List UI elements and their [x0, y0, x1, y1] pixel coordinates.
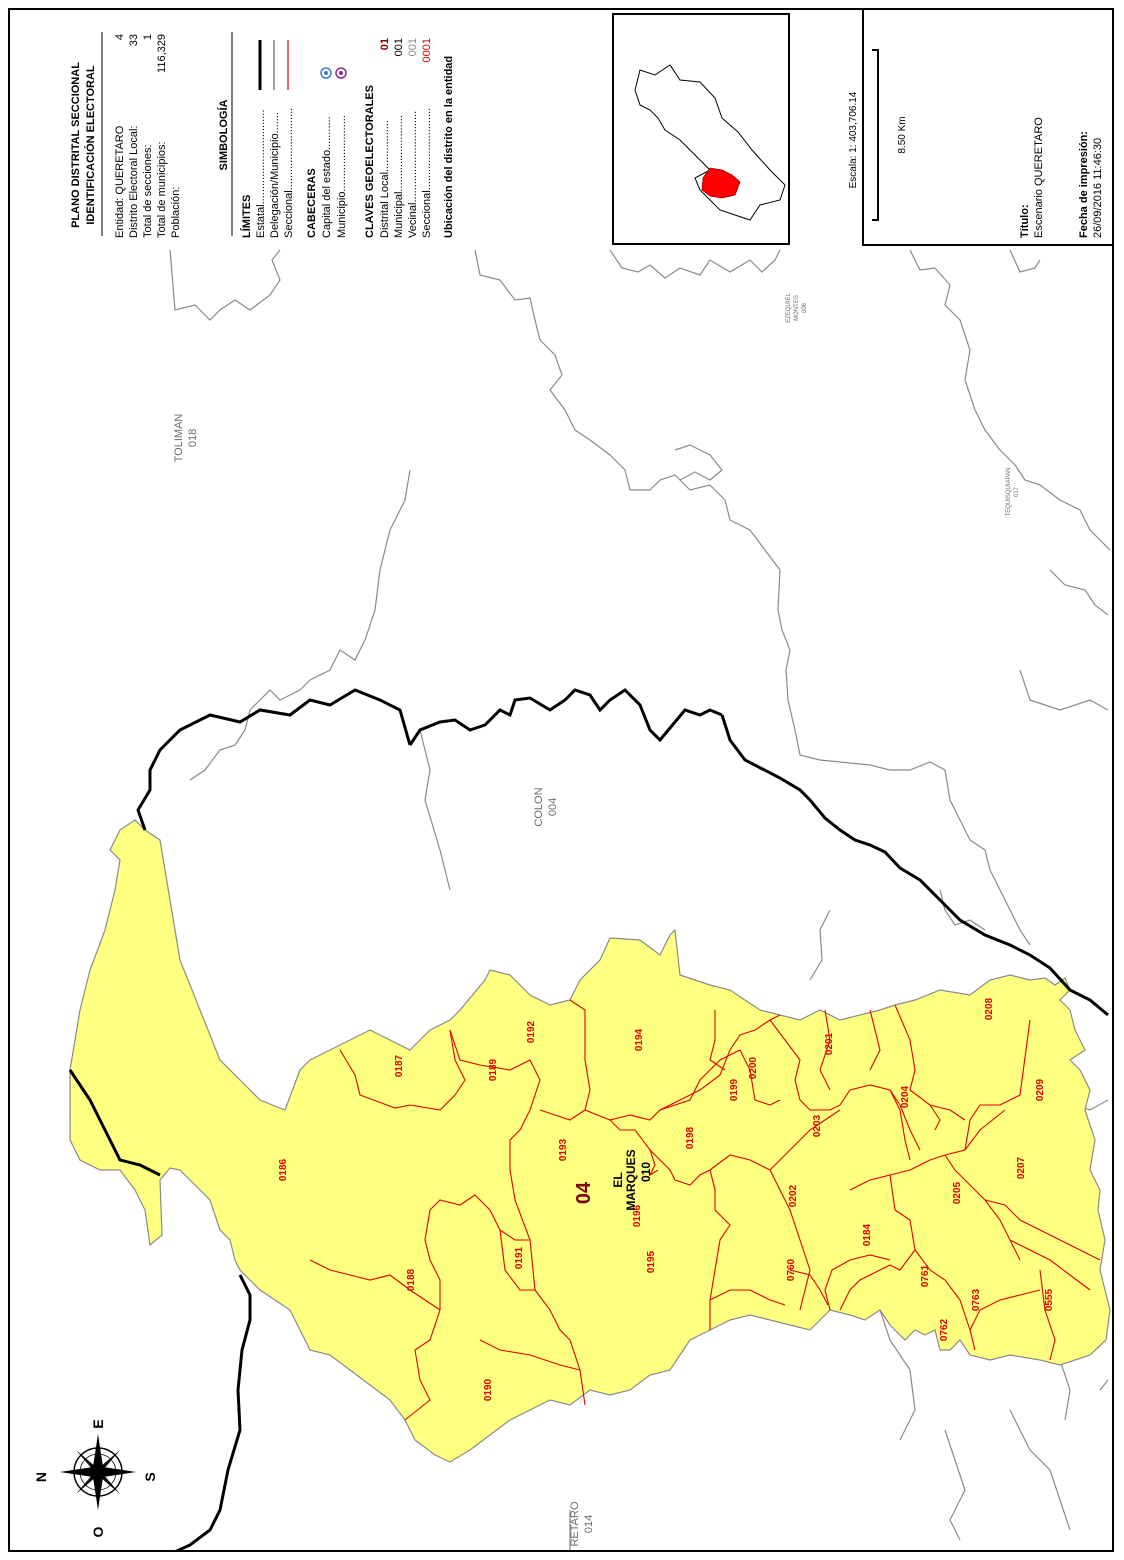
legend-panel — [862, 10, 1112, 246]
municipality-name-2: MARQUES — [624, 1149, 638, 1210]
section-label-0202: 0202 — [788, 1184, 799, 1207]
neighbor-tequis: TEQUISQUIAPAN — [1006, 468, 1012, 517]
neighbor-tequis-code: 017 — [1014, 486, 1020, 497]
neighbor-ezequiel-code: 006 — [802, 302, 808, 313]
map-frame: TOLIMAN 018 COLON 004 EZEQUIEL MONTES 00… — [8, 8, 1114, 1552]
section-label-0209: 0209 — [1035, 1078, 1046, 1101]
section-label-0198: 0198 — [685, 1126, 696, 1149]
section-label-0186: 0186 — [278, 1158, 289, 1181]
district-label: 04 — [573, 1181, 595, 1204]
compass-o: O — [90, 1526, 106, 1537]
section-label-0192: 0192 — [526, 1020, 537, 1043]
section-label-0195: 0195 — [646, 1250, 657, 1273]
section-label-0762: 0762 — [939, 1318, 950, 1341]
municipality-code: 010 — [639, 1162, 653, 1182]
section-label-0207: 0207 — [1016, 1156, 1027, 1179]
section-label-0201: 0201 — [824, 1032, 835, 1055]
compass-n: N — [33, 1472, 49, 1482]
section-label-0190: 0190 — [483, 1378, 494, 1401]
section-label-0189: 0189 — [488, 1058, 499, 1081]
compass-rose: N E S O — [33, 1419, 158, 1537]
neighbor-colon-code: 004 — [547, 798, 559, 816]
compass-e: E — [90, 1419, 106, 1428]
section-label-0196: 0196 — [632, 1204, 643, 1227]
neighbor-ezequiel-2: MONTES — [794, 295, 800, 321]
section-label-0191: 0191 — [514, 1246, 525, 1269]
section-label-0184: 0184 — [862, 1223, 873, 1246]
neighbor-ezequiel: EZEQUIEL — [786, 293, 792, 323]
section-label-0761: 0761 — [920, 1264, 931, 1287]
compass-s: S — [142, 1472, 158, 1481]
section-label-0208: 0208 — [984, 997, 995, 1020]
neighbor-colon: COLON — [533, 787, 545, 826]
section-label-0760: 0760 — [786, 1258, 797, 1281]
section-label-0203: 0203 — [812, 1114, 823, 1137]
municipality-name-1: EL — [611, 1172, 625, 1187]
section-label-0204: 0204 — [900, 1085, 911, 1108]
map-canvas: TOLIMAN 018 COLON 004 EZEQUIEL MONTES 00… — [33, 249, 1111, 1550]
section-label-0763: 0763 — [971, 1288, 982, 1311]
state-boundary — [68, 688, 1109, 1550]
neighbor-toliman: TOLIMAN — [173, 414, 185, 463]
neighbor-queretaro: RETARO — [569, 1501, 581, 1546]
section-boundaries — [309, 999, 1101, 1421]
section-label-0194: 0194 — [634, 1028, 645, 1051]
section-label-0200: 0200 — [748, 1056, 759, 1079]
section-label-0188: 0188 — [406, 1268, 417, 1291]
neighbor-queretaro-code: 014 — [583, 1515, 595, 1533]
section-label-0199: 0199 — [729, 1078, 740, 1101]
section-label-0205: 0205 — [952, 1181, 963, 1204]
district-04-area — [69, 819, 1111, 1463]
section-label-0187: 0187 — [394, 1054, 405, 1077]
section-label-0193: 0193 — [558, 1138, 569, 1161]
neighbor-toliman-code: 018 — [187, 429, 199, 447]
section-label-0555: 0555 — [1044, 1288, 1055, 1311]
